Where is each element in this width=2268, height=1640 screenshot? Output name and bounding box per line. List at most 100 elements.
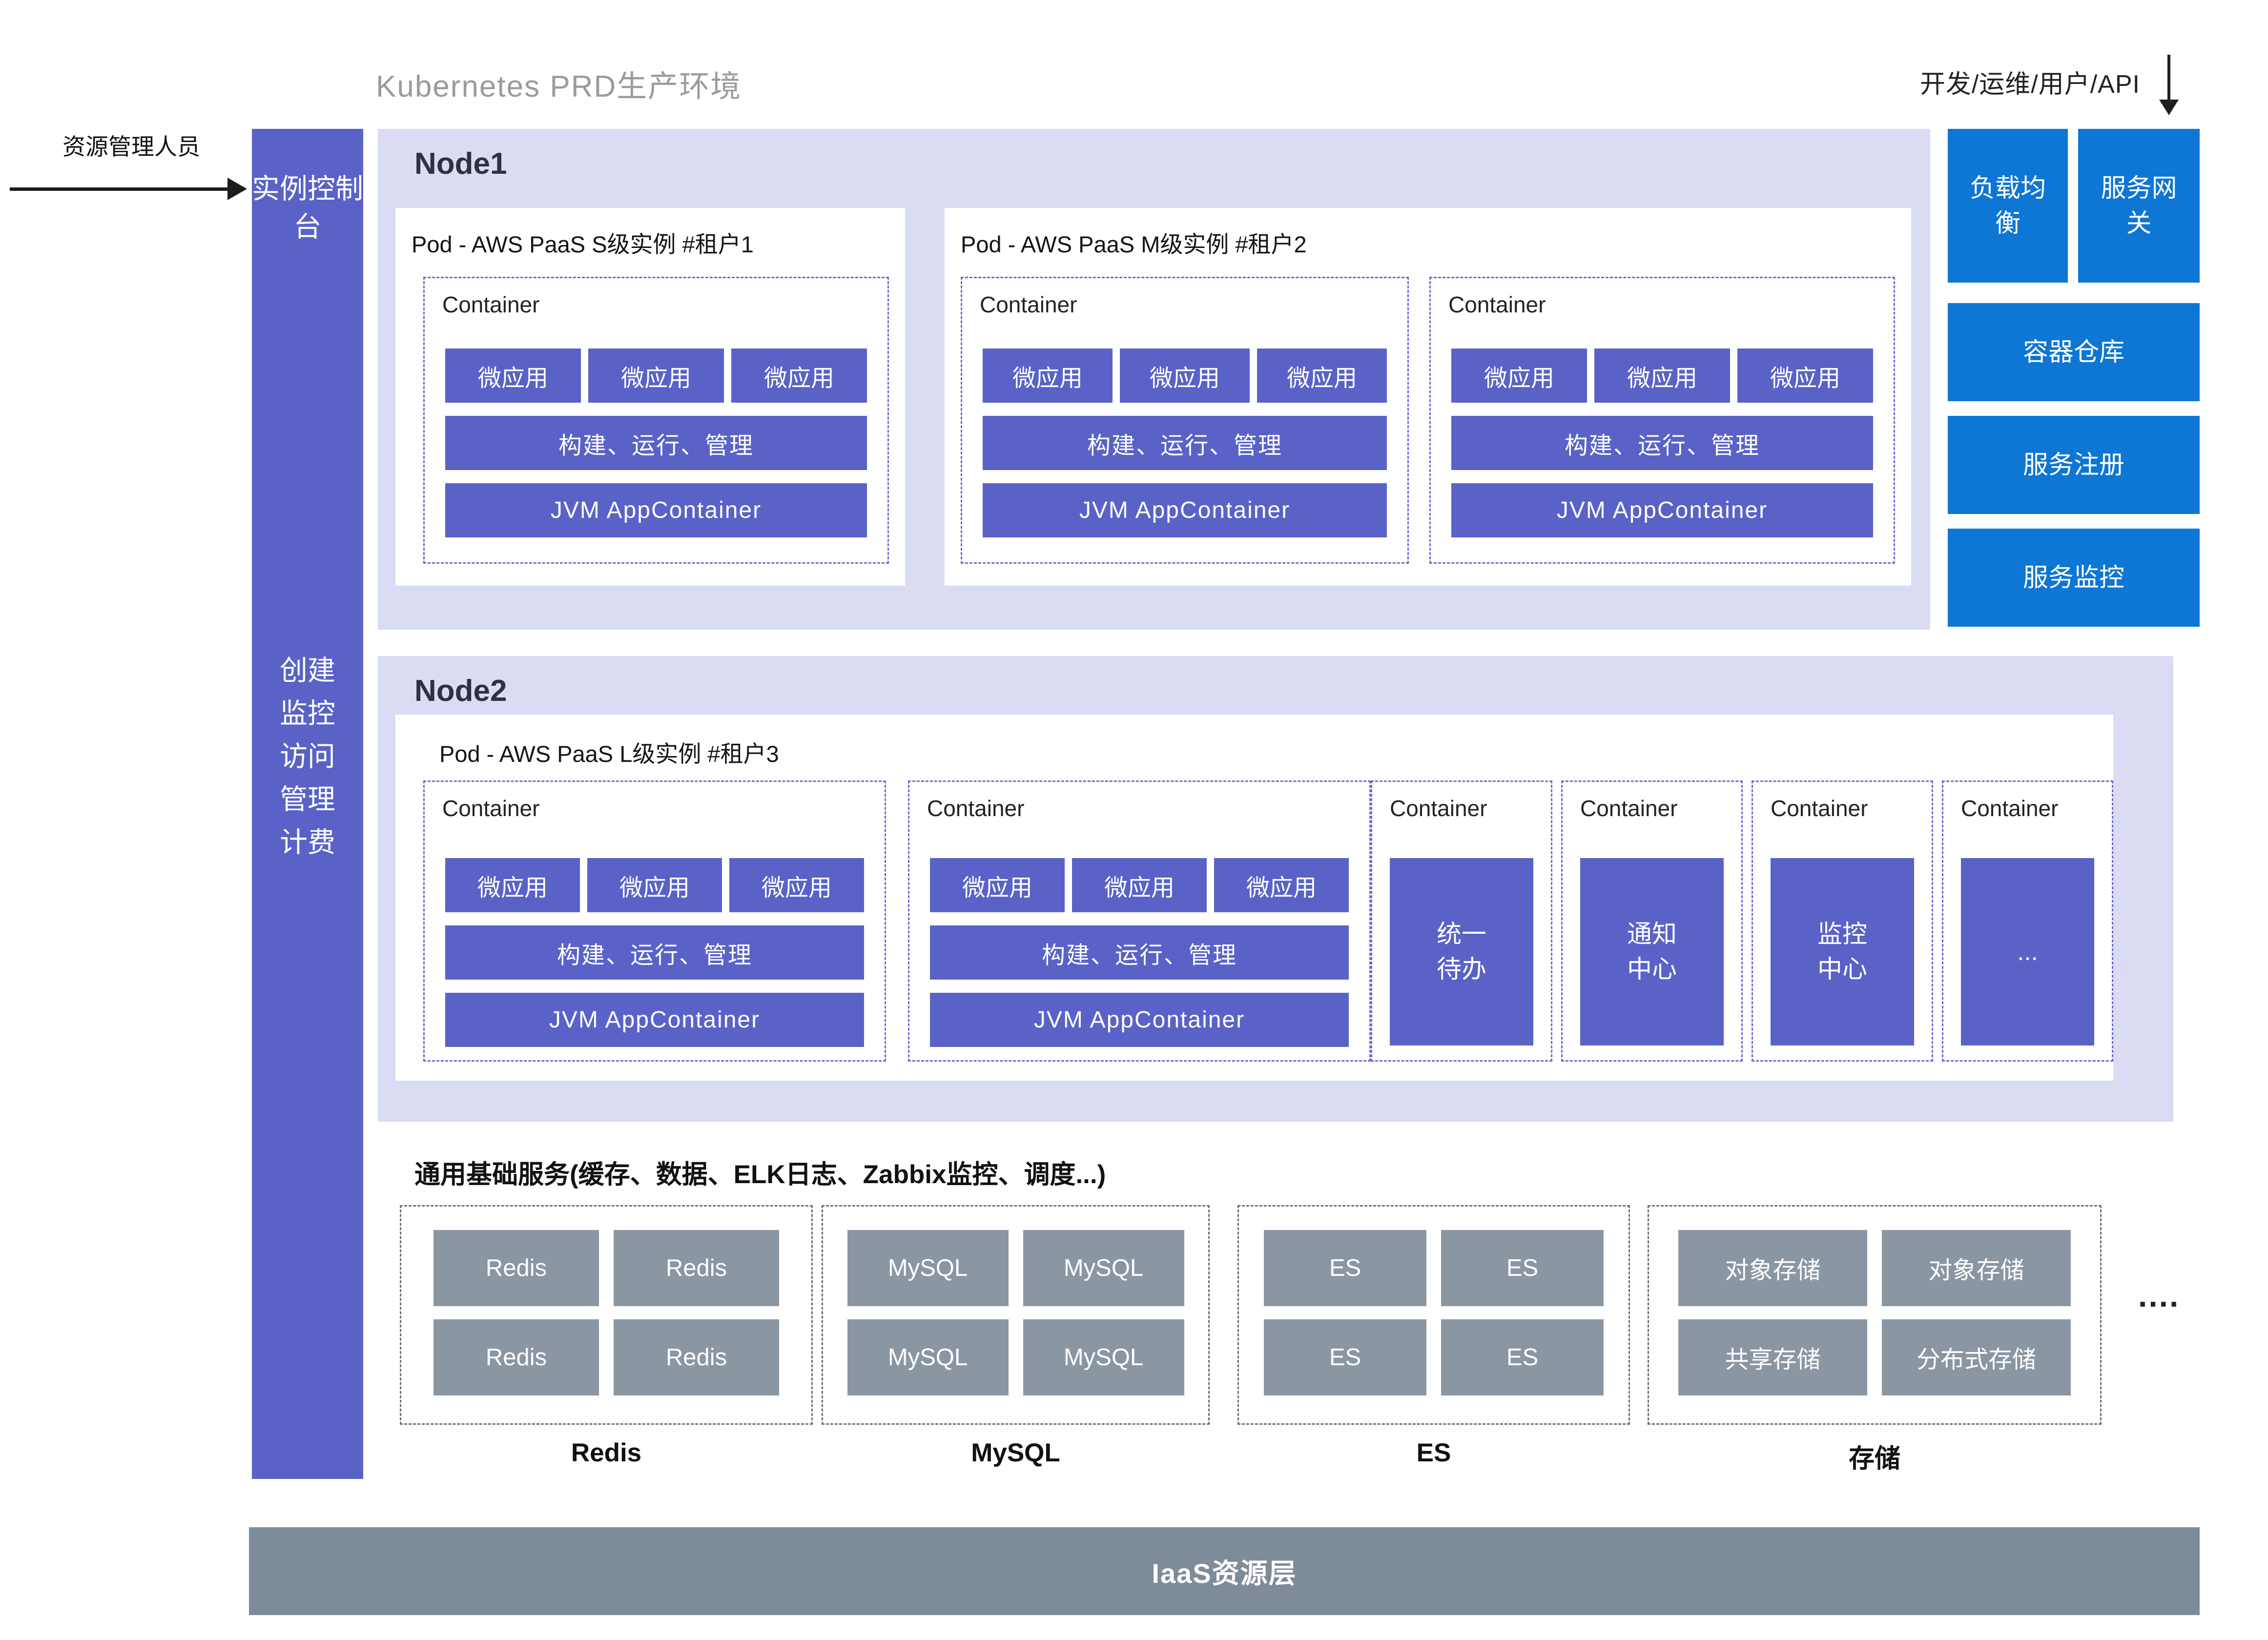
more-groups-dots: .... — [2138, 1277, 2180, 1313]
redis-box: Redis — [433, 1230, 599, 1306]
down-arrow-icon — [2167, 55, 2170, 102]
micro-app-box: 微应用 — [983, 348, 1113, 403]
service-gateway-box: 服务网关 — [2078, 129, 2200, 283]
down-arrow-head-icon — [2159, 100, 2179, 115]
container-label: Container — [442, 292, 540, 317]
container-box: Container ... — [1942, 780, 2113, 1062]
jvm-appcontainer-bar: JVM AppContainer — [930, 993, 1349, 1047]
mysql-box: MySQL — [847, 1319, 1009, 1395]
micro-app-row: 微应用 微应用 微应用 — [445, 858, 864, 912]
redis-group: Redis Redis Redis Redis — [400, 1205, 813, 1425]
container-box: Container 微应用 微应用 微应用 构建、运行、管理 JVM AppCo… — [961, 277, 1409, 564]
micro-app-box: 微应用 — [729, 858, 864, 912]
mysql-group-label: MySQL — [971, 1438, 1060, 1467]
instance-console-sidebar: 实例控制台 创建 监控 访问 管理 计费 — [252, 129, 363, 1479]
container-label: Container — [1961, 796, 2059, 821]
jvm-appcontainer-bar: JVM AppContainer — [1451, 483, 1873, 537]
mysql-group: MySQL MySQL MySQL MySQL — [822, 1205, 1210, 1425]
container-box: Container 微应用 微应用 微应用 构建、运行、管理 JVM AppCo… — [1429, 277, 1895, 564]
micro-app-box: 微应用 — [930, 858, 1065, 912]
node1-title: Node1 — [414, 147, 507, 181]
micro-app-box: 微应用 — [1451, 348, 1587, 403]
micro-app-box: 微应用 — [1737, 348, 1873, 403]
redis-box: Redis — [433, 1319, 599, 1395]
build-run-manage-bar: 构建、运行、管理 — [983, 416, 1387, 470]
container-label: Container — [927, 796, 1025, 821]
node1-box: Node1 Pod - AWS PaaS S级实例 #租户1 Container… — [378, 129, 1930, 630]
base-services-title: 通用基础服务(缓存、数据、ELK日志、Zabbix监控、调度...) — [414, 1160, 1106, 1189]
micro-app-box: 微应用 — [445, 348, 581, 403]
resource-manager-label: 资源管理人员 — [62, 134, 200, 160]
container-box: Container 监控中心 — [1752, 780, 1933, 1062]
es-group: ES ES ES ES — [1237, 1205, 1630, 1425]
build-run-manage-bar: 构建、运行、管理 — [930, 925, 1349, 980]
container-label: Container — [1390, 796, 1487, 821]
micro-app-box: 微应用 — [587, 858, 722, 912]
jvm-appcontainer-bar: JVM AppContainer — [445, 483, 867, 537]
micro-app-row: 微应用 微应用 微应用 — [930, 858, 1349, 912]
iaas-layer-bar: IaaS资源层 — [249, 1527, 2200, 1615]
mysql-box: MySQL — [1023, 1230, 1184, 1306]
dev-ops-users-api-label: 开发/运维/用户/API — [1919, 70, 2140, 99]
pod-m-label: Pod - AWS PaaS M级实例 #租户2 — [961, 231, 1307, 257]
right-arrow-icon — [10, 187, 230, 191]
pod-l-tenant3: Pod - AWS PaaS L级实例 #租户3 Container 微应用 微… — [395, 715, 2113, 1081]
pod-m-tenant2: Pod - AWS PaaS M级实例 #租户2 Container 微应用 微… — [945, 208, 1911, 586]
redis-box: Redis — [614, 1230, 779, 1306]
instance-console-label: 实例控制台 — [252, 173, 363, 243]
storage-group-label: 存储 — [1849, 1444, 1900, 1473]
container-label: Container — [1771, 796, 1868, 821]
pod-l-label: Pod - AWS PaaS L级实例 #租户3 — [439, 741, 779, 767]
es-box: ES — [1264, 1230, 1426, 1306]
micro-app-box: 微应用 — [588, 348, 724, 403]
container-box: Container 统一待办 — [1371, 780, 1552, 1062]
sidebar-capabilities: 创建 监控 访问 管理 计费 — [252, 649, 363, 864]
monitor-center-label: 监控中心 — [1817, 920, 1867, 983]
shared-storage-box: 共享存储 — [1678, 1319, 1867, 1395]
unified-todo-box: 统一待办 — [1390, 858, 1533, 1046]
micro-app-row: 微应用 微应用 微应用 — [983, 348, 1387, 403]
mysql-box: MySQL — [847, 1230, 1009, 1306]
redis-group-label: Redis — [571, 1438, 642, 1467]
container-box: Container 通知中心 — [1561, 780, 1743, 1062]
capability-billing: 计费 — [280, 827, 335, 858]
monitor-center-box: 监控中心 — [1771, 858, 1914, 1046]
storage-group: 对象存储 对象存储 共享存储 分布式存储 — [1648, 1205, 2102, 1425]
node2-box: Node2 Pod - AWS PaaS L级实例 #租户3 Container… — [378, 656, 2173, 1122]
jvm-appcontainer-bar: JVM AppContainer — [983, 483, 1387, 537]
es-group-label: ES — [1416, 1438, 1451, 1467]
container-label: Container — [442, 796, 540, 821]
pod-s-label: Pod - AWS PaaS S级实例 #租户1 — [412, 231, 754, 257]
capability-monitor: 监控 — [280, 698, 335, 729]
node2-title: Node2 — [414, 674, 507, 708]
mysql-box: MySQL — [1023, 1319, 1184, 1395]
build-run-manage-bar: 构建、运行、管理 — [1451, 416, 1873, 470]
redis-box: Redis — [614, 1319, 779, 1395]
service-registry-box: 服务注册 — [1948, 416, 2200, 514]
more-services-box: ... — [1961, 858, 2094, 1046]
micro-app-box: 微应用 — [1120, 348, 1250, 403]
object-storage-box: 对象存储 — [1882, 1230, 2071, 1306]
capability-access: 访问 — [280, 741, 335, 772]
jvm-appcontainer-bar: JVM AppContainer — [445, 993, 864, 1047]
container-box: Container 微应用 微应用 微应用 构建、运行、管理 JVM AppCo… — [423, 780, 886, 1062]
service-monitor-box: 服务监控 — [1948, 529, 2200, 627]
micro-app-box: 微应用 — [1072, 858, 1207, 912]
micro-app-row: 微应用 微应用 微应用 — [1451, 348, 1873, 403]
pod-s-tenant1: Pod - AWS PaaS S级实例 #租户1 Container 微应用 微… — [395, 208, 905, 586]
micro-app-box: 微应用 — [731, 348, 867, 403]
micro-app-box: 微应用 — [445, 858, 580, 912]
container-label: Container — [1448, 292, 1546, 317]
notification-center-box: 通知中心 — [1580, 858, 1724, 1046]
service-gateway-label: 服务网关 — [2101, 174, 2177, 238]
capability-create: 创建 — [280, 655, 335, 686]
object-storage-box: 对象存储 — [1678, 1230, 1867, 1306]
container-registry-box: 容器仓库 — [1948, 303, 2200, 401]
micro-app-row: 微应用 微应用 微应用 — [445, 348, 867, 403]
page-title: Kubernetes PRD生产环境 — [376, 70, 742, 103]
container-label: Container — [980, 292, 1077, 317]
unified-todo-label: 统一待办 — [1436, 920, 1486, 983]
build-run-manage-bar: 构建、运行、管理 — [445, 925, 864, 980]
micro-app-box: 微应用 — [1257, 348, 1387, 403]
